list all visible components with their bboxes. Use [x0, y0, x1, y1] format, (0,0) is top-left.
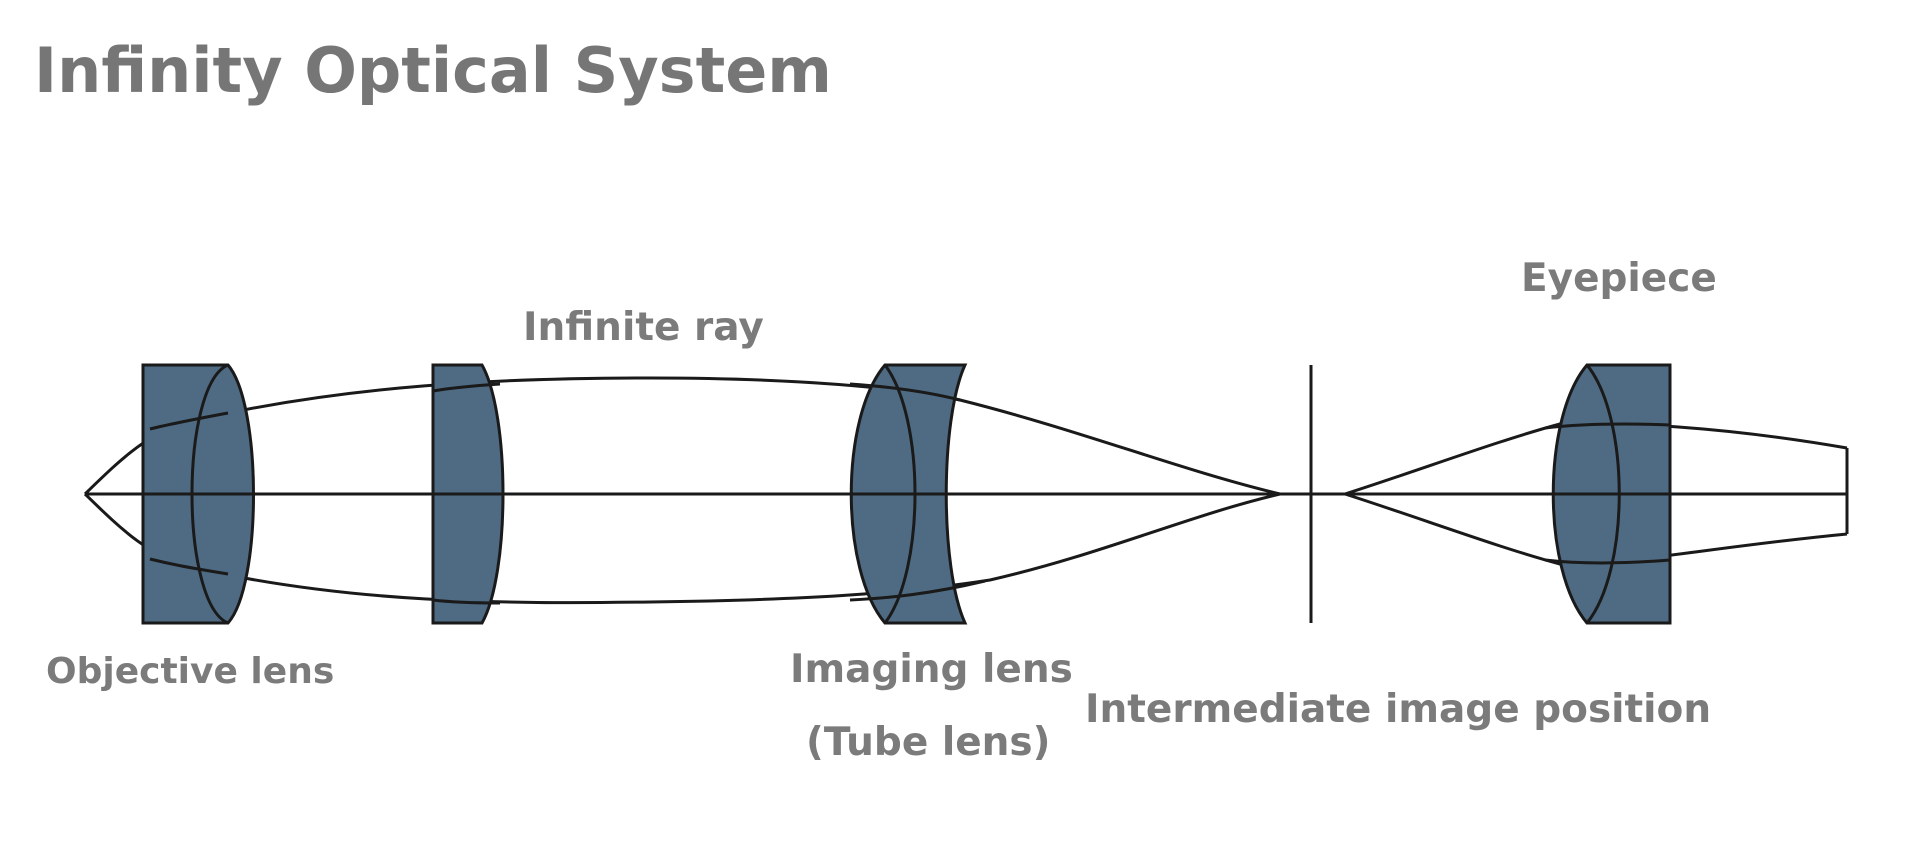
imaging-lens-label: Imaging lens	[790, 647, 1073, 692]
intermediate-image-label: Intermediate image position	[1085, 687, 1712, 732]
eyepiece-label: Eyepiece	[1521, 256, 1717, 301]
tube-lens-label: (Tube lens)	[806, 720, 1051, 765]
infinite-ray-label: Infinite ray	[523, 305, 764, 350]
lower-ray	[83, 492, 1281, 605]
ray-overlay	[149, 382, 1671, 605]
diagram-title: Infinity Optical System	[34, 34, 832, 107]
upper-ray	[83, 376, 1281, 496]
objective-lens-label: Objective lens	[46, 651, 335, 692]
